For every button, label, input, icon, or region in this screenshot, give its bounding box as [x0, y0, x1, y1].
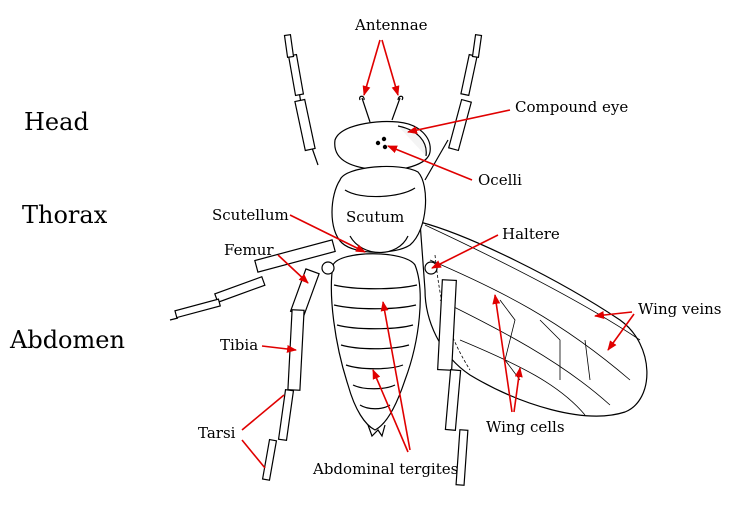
- arrow-tibia: [261, 344, 297, 353]
- arrow-ocelli: [387, 145, 473, 181]
- label-abdominal-tergites: Abdominal tergites: [313, 460, 459, 478]
- label-tarsi: Tarsi: [198, 424, 236, 442]
- arrow-femur: [277, 254, 309, 284]
- haltere-right: [424, 261, 438, 275]
- arrow-wing-veins-2: [607, 313, 635, 351]
- abdomen: [330, 253, 421, 438]
- left-front-leg: [283, 34, 319, 166]
- label-ocelli: Ocelli: [478, 171, 522, 189]
- left-hind-leg: [261, 268, 320, 481]
- thorax: [331, 165, 427, 254]
- tarsi-leader-lines: [241, 394, 285, 469]
- region-label-head: Head: [24, 108, 89, 136]
- arrow-wing-veins-1: [594, 311, 633, 320]
- label-femur: Femur: [224, 241, 274, 259]
- region-label-abdomen: Abdomen: [10, 326, 125, 354]
- right-hind-leg: [437, 279, 469, 486]
- arrow-compound-eye: [407, 109, 511, 135]
- arrow-antennae-left: [362, 39, 381, 96]
- label-wing-veins: Wing veins: [638, 300, 722, 318]
- arrow-scutellum: [289, 214, 366, 253]
- label-wing-cells: Wing cells: [486, 418, 565, 436]
- fly-body: [169, 34, 648, 486]
- arrow-abdominal-tergites-2: [372, 369, 409, 453]
- arrow-antennae-right: [381, 39, 400, 96]
- haltere-left: [321, 261, 335, 275]
- label-antennae: Antennae: [355, 16, 428, 34]
- arrow-haltere: [431, 234, 499, 269]
- label-scutum: Scutum: [346, 208, 405, 226]
- arrow-abdominal-tergites-1: [380, 301, 411, 451]
- arrow-wing-cells-2: [513, 367, 523, 413]
- label-tibia: Tibia: [220, 336, 259, 354]
- label-compound-eye: Compound eye: [515, 98, 629, 116]
- left-middle-leg: [169, 239, 336, 321]
- region-label-thorax: Thorax: [22, 201, 108, 229]
- head: [334, 95, 431, 171]
- wing-vein-lines: [424, 224, 641, 416]
- label-haltere: Haltere: [502, 225, 560, 243]
- right-front-leg: [424, 34, 483, 181]
- label-scutellum: Scutellum: [212, 206, 289, 224]
- pointer-arrows: [261, 39, 635, 453]
- arrow-wing-cells-1: [492, 294, 513, 413]
